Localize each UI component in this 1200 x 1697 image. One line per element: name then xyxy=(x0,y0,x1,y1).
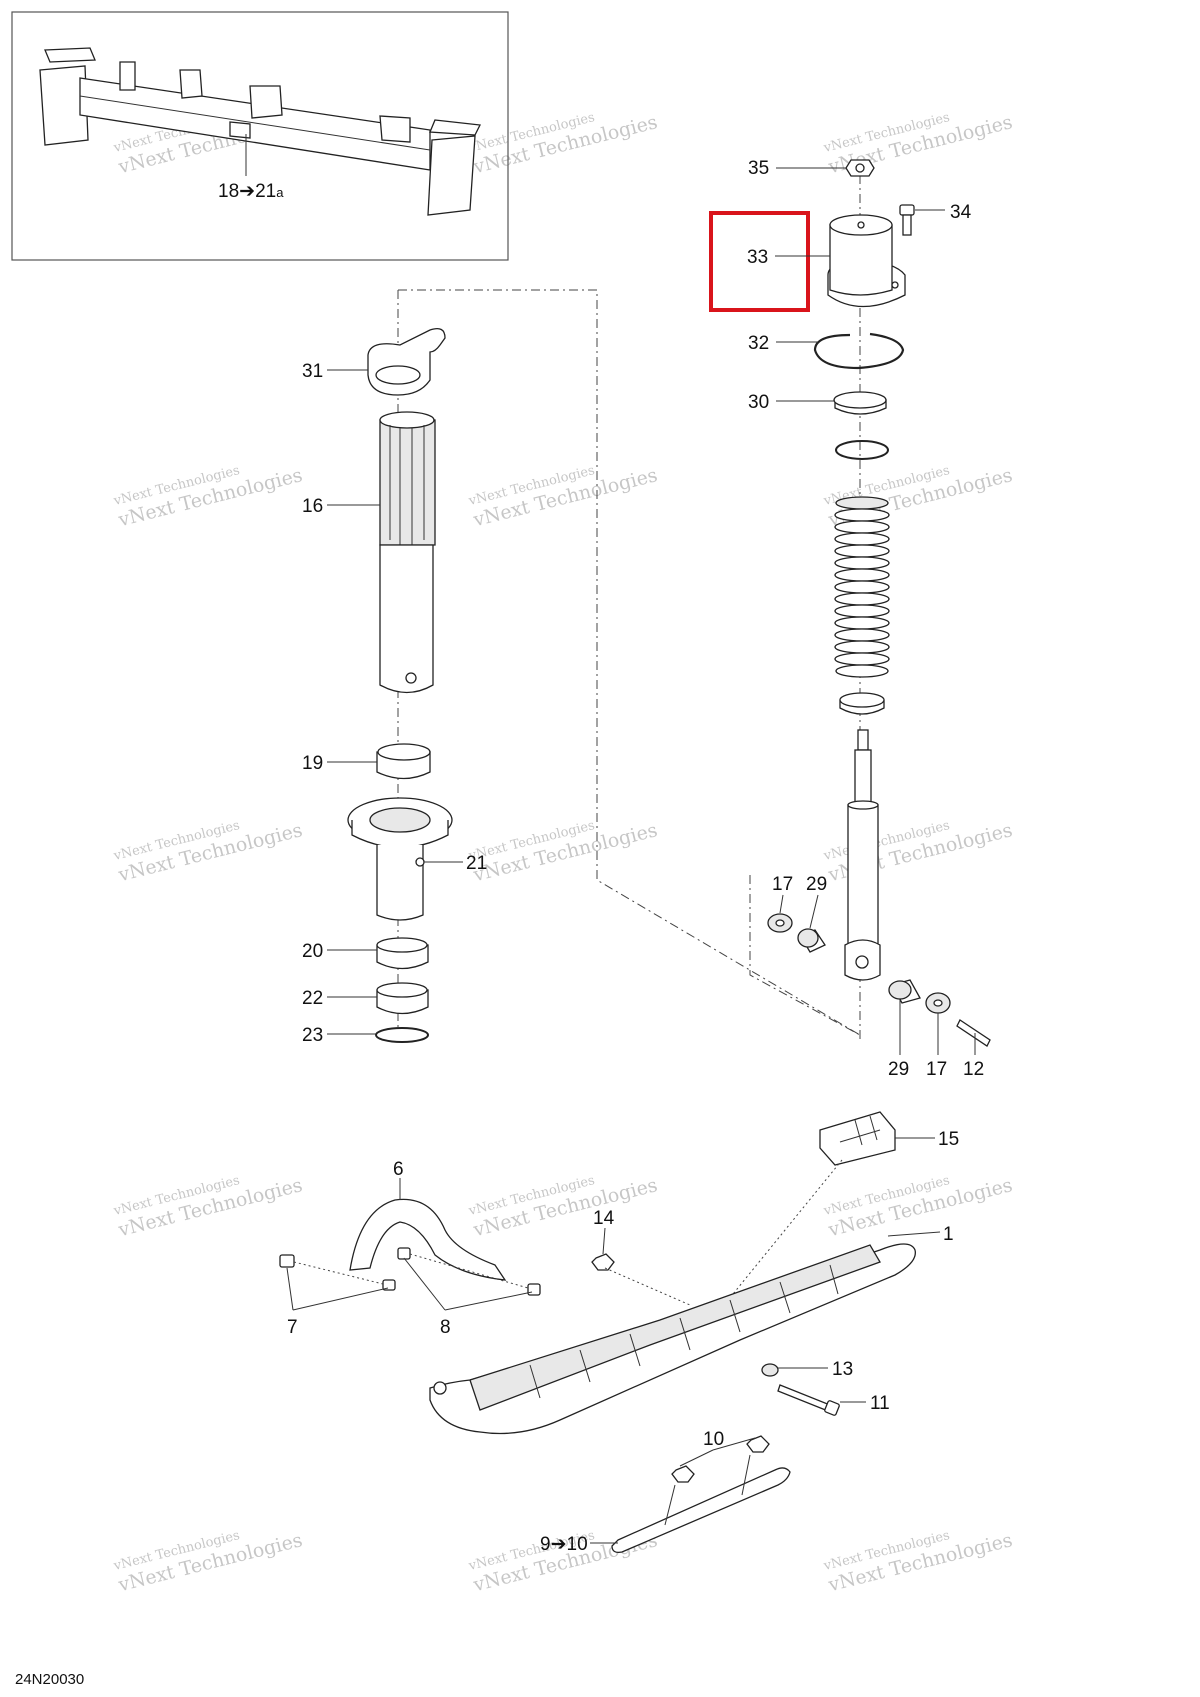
part-10-nuts xyxy=(671,1435,770,1483)
part-9-runner xyxy=(611,1454,791,1554)
callout-32: 32 xyxy=(748,333,769,354)
callout-22: 22 xyxy=(302,988,323,1009)
callout-15: 15 xyxy=(938,1129,959,1150)
spring xyxy=(834,496,890,678)
callout-21: 21 xyxy=(466,853,487,874)
part-17-washer-left xyxy=(767,913,793,933)
callout-30: 30 xyxy=(748,392,769,413)
callout-19: 19 xyxy=(302,753,323,774)
part-29-bushing-right xyxy=(888,979,921,1004)
callout-7: 7 xyxy=(287,1317,298,1338)
callout-31: 31 xyxy=(302,361,323,382)
callout-1: 1 xyxy=(943,1224,954,1245)
part-8-screws xyxy=(397,1247,541,1296)
callout-29b: 29 xyxy=(888,1059,909,1080)
callout-33: 33 xyxy=(747,247,768,268)
callout-10: 10 xyxy=(703,1429,724,1450)
spring-seat xyxy=(835,440,889,460)
bolt-routing xyxy=(749,875,861,1036)
shock-absorber xyxy=(844,729,881,981)
spring-lower-seat xyxy=(839,692,885,715)
part-29-bushing-left xyxy=(797,928,826,953)
part-12-pin xyxy=(956,1019,991,1047)
callout-11: 11 xyxy=(870,1393,890,1414)
callout-6: 6 xyxy=(393,1159,404,1180)
callout-14: 14 xyxy=(593,1208,615,1229)
centerline-routing xyxy=(398,289,861,1036)
part-23-circlip xyxy=(375,1027,429,1043)
callout-16: 16 xyxy=(302,496,323,517)
callout-18-21a: 18➔21a xyxy=(218,181,284,202)
callout-13: 13 xyxy=(832,1359,853,1380)
part-15-wear-pad xyxy=(819,1111,896,1166)
part-32-retaining-ring xyxy=(813,332,905,370)
part-21-housing xyxy=(347,797,453,921)
diagram-code: 24N20030 xyxy=(15,1671,84,1688)
callout-17b: 17 xyxy=(926,1059,947,1080)
part-6-handle xyxy=(349,1198,507,1281)
callout-12: 12 xyxy=(963,1059,984,1080)
callout-35: 35 xyxy=(748,158,769,179)
callout-20: 20 xyxy=(302,941,323,962)
callout-23: 23 xyxy=(302,1025,323,1046)
part-16-steering-column xyxy=(379,411,436,694)
part-20-bushing xyxy=(376,937,429,970)
crossbar-assembly xyxy=(39,47,481,216)
part-34-bolt xyxy=(899,204,915,236)
callout-29a: 29 xyxy=(806,874,827,895)
part-19-bushing xyxy=(376,743,431,780)
callout-8: 8 xyxy=(440,1317,451,1338)
callout-17a: 17 xyxy=(772,874,793,895)
part-35-nut xyxy=(845,159,875,177)
callout-34: 34 xyxy=(950,202,972,223)
part-30-washer xyxy=(833,391,887,415)
callout-labels: 35 34 33 32 30 31 16 19 21 20 22 23 17 2… xyxy=(287,158,984,1555)
part-31-ring-nut xyxy=(367,327,446,396)
callout-9-10: 9➔10 xyxy=(540,1534,588,1555)
part-17-washer-right xyxy=(925,992,951,1014)
leader-lines xyxy=(286,167,976,1544)
part-14-nut xyxy=(591,1253,615,1271)
part-7-screws xyxy=(279,1254,396,1291)
inset-frame xyxy=(11,11,509,261)
part-22-bushing xyxy=(376,982,429,1015)
highlight-box-33 xyxy=(709,211,810,312)
part-13-washer xyxy=(761,1363,779,1377)
part-11-bolt xyxy=(777,1384,840,1416)
part-33-shock-cap xyxy=(827,214,906,308)
part-1-ski xyxy=(429,1243,916,1435)
